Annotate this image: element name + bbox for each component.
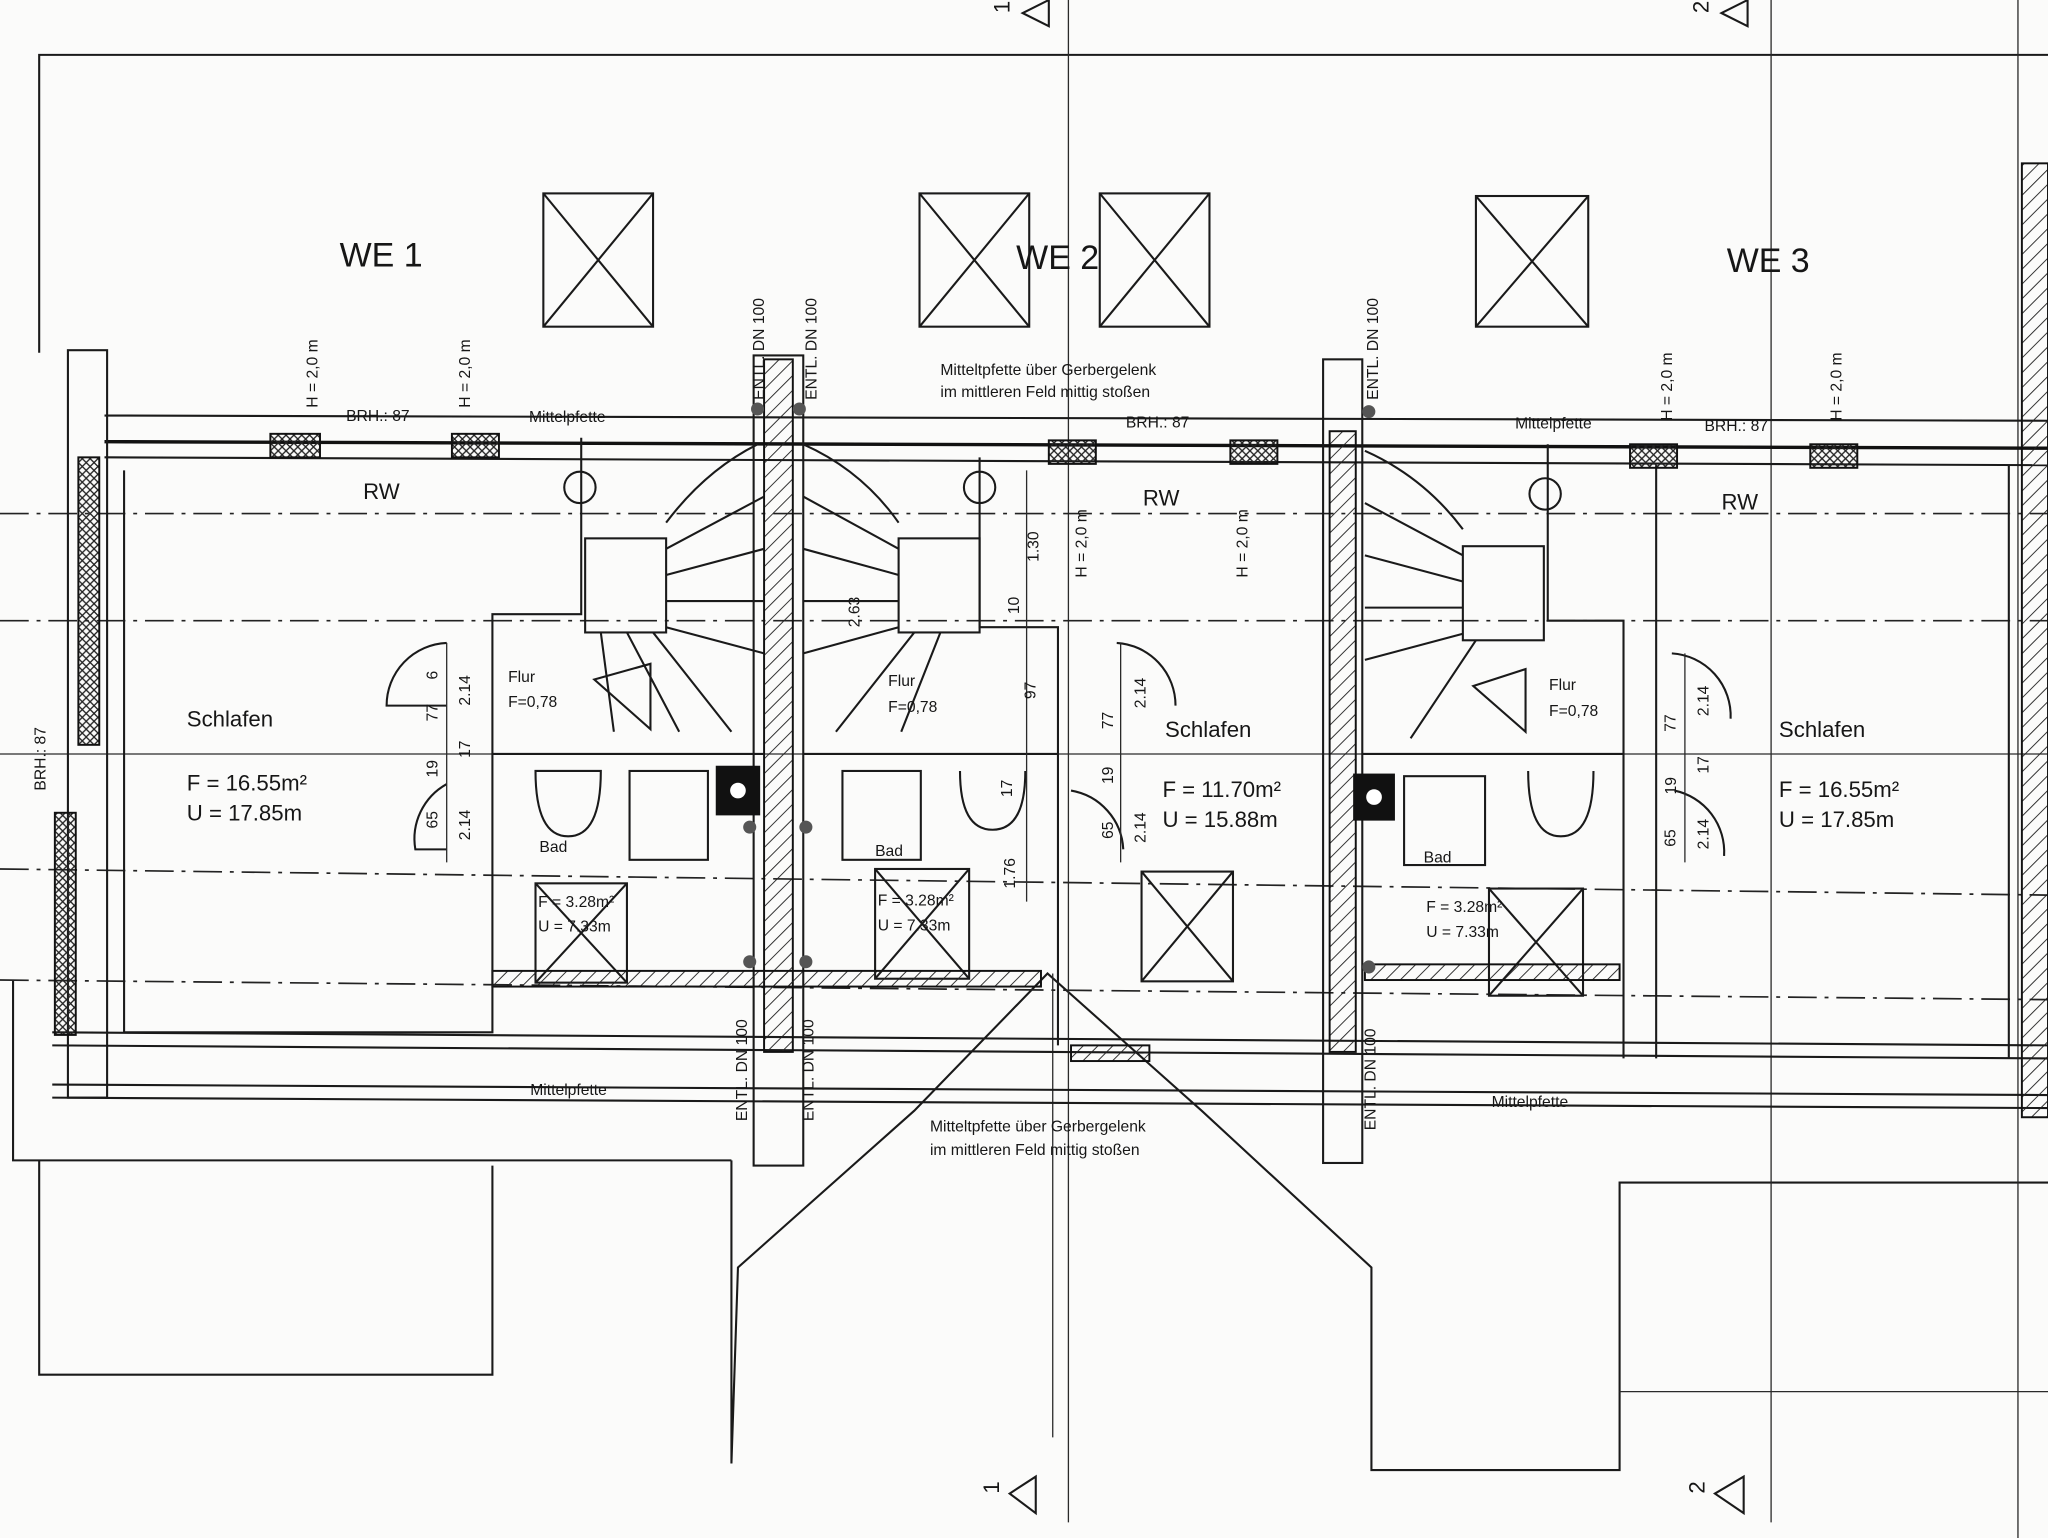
unit-we3: WE 3 RW Schlafen F = 16.55m² U = 17.85m … bbox=[1424, 242, 1899, 941]
building-outline bbox=[12, 0, 2048, 1538]
room-perimeter: U = 17.85m bbox=[1779, 807, 1894, 832]
dim-label: 17 bbox=[1695, 756, 1712, 773]
section-1-bottom: 1 bbox=[979, 1481, 1004, 1493]
window-height: H = 2,0 m bbox=[304, 339, 321, 407]
bad-area: F = 3.28m² bbox=[1426, 899, 1502, 916]
mittelpfette-label: Mittelpfette bbox=[530, 1082, 607, 1099]
section-2-bottom: 2 bbox=[1684, 1481, 1709, 1493]
bad-label: Bad bbox=[875, 843, 903, 860]
brh-label: BRH.: 87 bbox=[1704, 418, 1768, 435]
dim-label: 2.14 bbox=[1695, 685, 1712, 716]
dim-label: 2.14 bbox=[457, 809, 474, 840]
mittelpfette-label: Mittelpfette bbox=[529, 409, 606, 426]
fixtures bbox=[385, 402, 1732, 974]
gerber-note-bottom-2: im mittleren Feld mittig stoßen bbox=[930, 1142, 1140, 1159]
dim-label: 65 bbox=[1100, 821, 1117, 839]
dim-label: 2.14 bbox=[1132, 812, 1149, 843]
room-area: F = 16.55m² bbox=[1779, 777, 1899, 802]
bad-area: F = 3.28m² bbox=[878, 893, 954, 910]
gerber-note-bottom-1: Mitteltpfette über Gerbergelenk bbox=[930, 1119, 1146, 1136]
entl-label: ENTL. DN 100 bbox=[803, 298, 820, 400]
section-2-top: 2 bbox=[1688, 1, 1713, 13]
entl-label: ENTL. DN 100 bbox=[801, 1019, 818, 1121]
mittelpfette-label: Mittelpfette bbox=[1515, 416, 1592, 433]
dim-label: 2.14 bbox=[457, 675, 474, 706]
room-name: Schlafen bbox=[1779, 717, 1865, 742]
unit-title: WE 3 bbox=[1727, 242, 1810, 280]
unit-title: WE 1 bbox=[340, 237, 423, 275]
staircases bbox=[563, 443, 1562, 739]
entl-label: ENTL. DN 100 bbox=[1365, 298, 1382, 400]
flur-area: F=0,78 bbox=[508, 694, 557, 711]
mittelpfette-label: Mittelpfette bbox=[1492, 1094, 1569, 1111]
brh-label: BRH.: 87 bbox=[346, 408, 410, 425]
dim-label: 1.76 bbox=[1002, 858, 1019, 889]
flur-label: Flur bbox=[508, 669, 535, 686]
dim-label: 77 bbox=[425, 704, 442, 721]
rw-label: RW bbox=[1143, 486, 1180, 511]
bad-area: F = 3.28m² bbox=[538, 894, 614, 911]
window-height: H = 2,0 m bbox=[1234, 509, 1251, 577]
unit-we1: WE 1 RW Schlafen F = 16.55m² U = 17.85m … bbox=[187, 237, 614, 936]
windows bbox=[269, 432, 1859, 469]
room-name: Schlafen bbox=[1165, 717, 1251, 742]
room-name: Schlafen bbox=[187, 707, 273, 732]
dim-label: 2.14 bbox=[1132, 677, 1149, 708]
entl-label: ENTL. DN 100 bbox=[734, 1019, 751, 1121]
section-markers: 1 2 1 2 bbox=[979, 0, 1749, 1516]
unit-title: WE 2 bbox=[1016, 239, 1099, 277]
walls bbox=[52, 162, 2048, 1167]
skylights bbox=[534, 192, 1590, 997]
dim-label: 97 bbox=[1023, 682, 1040, 699]
entl-label: ENTL. DN 100 bbox=[1362, 1028, 1379, 1130]
dim-label: 17 bbox=[999, 780, 1016, 797]
brh-label: BRH.: 87 bbox=[1126, 414, 1190, 431]
gerber-note-top-1: Mitteltpfette über Gerbergelenk bbox=[940, 362, 1156, 379]
dim-label: 10 bbox=[1006, 596, 1023, 614]
dim-label: 65 bbox=[425, 811, 442, 829]
dim-label: 17 bbox=[457, 740, 474, 757]
entl-label: ENTL. DN 100 bbox=[751, 298, 768, 400]
flur-area: F=0,78 bbox=[1549, 703, 1598, 720]
dim-label: 65 bbox=[1663, 829, 1680, 847]
flur-area: F=0,78 bbox=[888, 699, 937, 716]
dim-label: 77 bbox=[1100, 712, 1117, 729]
dim-label: 1.30 bbox=[1025, 531, 1042, 562]
room-area: F = 16.55m² bbox=[187, 771, 307, 796]
bad-label: Bad bbox=[539, 839, 567, 856]
window-height: H = 2,0 m bbox=[1074, 509, 1091, 577]
bad-label: Bad bbox=[1424, 849, 1452, 866]
bad-perimeter: U = 7.33m bbox=[878, 917, 951, 934]
window-height: H = 2,0 m bbox=[457, 339, 474, 407]
window-height: H = 2,0 m bbox=[1829, 352, 1846, 420]
rw-label: RW bbox=[363, 479, 400, 504]
annotations: Mittelpfette Mittelpfette Mittelpfette M… bbox=[33, 298, 1846, 1159]
flur-label: Flur bbox=[888, 673, 915, 690]
dim-label: 2.14 bbox=[1695, 819, 1712, 850]
dimensions: 2.14 2.14 77 6 19 65 17 2.14 2.14 77 19 … bbox=[425, 470, 1712, 902]
bad-perimeter: U = 7.33m bbox=[538, 919, 611, 936]
flur-label: Flur bbox=[1549, 677, 1576, 694]
rw-label: RW bbox=[1721, 490, 1758, 515]
dim-label: 19 bbox=[425, 760, 442, 777]
room-area: F = 11.70m² bbox=[1162, 777, 1281, 802]
section-1-top: 1 bbox=[990, 1, 1015, 13]
dim-label: 19 bbox=[1100, 767, 1117, 784]
dim-label: 77 bbox=[1663, 714, 1680, 731]
room-perimeter: U = 17.85m bbox=[187, 801, 302, 826]
dim-label: 19 bbox=[1663, 777, 1680, 794]
room-perimeter: U = 15.88m bbox=[1162, 807, 1277, 832]
gerber-note-top-2: im mittleren Feld mittig stoßen bbox=[940, 384, 1150, 401]
bad-perimeter: U = 7.33m bbox=[1426, 924, 1499, 941]
unit-we2: WE 2 RW Schlafen F = 11.70m² U = 15.88m … bbox=[875, 239, 1281, 934]
brh-label-side: BRH.: 87 bbox=[33, 727, 50, 791]
window-height: H = 2,0 m bbox=[1659, 352, 1676, 420]
dim-label: 6 bbox=[425, 670, 442, 679]
dim-label: 2.63 bbox=[846, 596, 863, 627]
